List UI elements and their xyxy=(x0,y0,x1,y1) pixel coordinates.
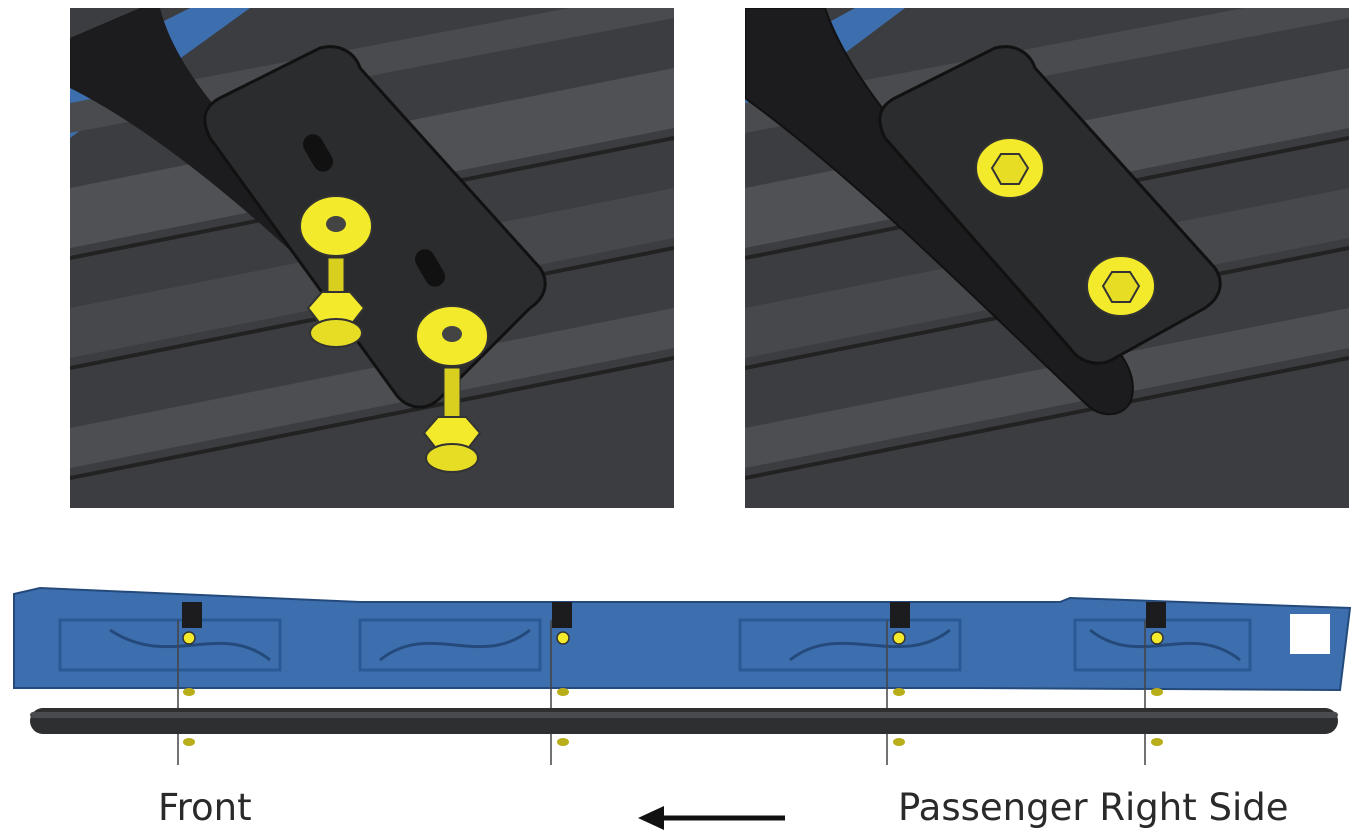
installed-bracket-view xyxy=(745,8,1349,508)
installed-bracket-illustration xyxy=(745,8,1349,508)
rail-and-tube-diagram xyxy=(0,580,1370,780)
rail-tube-illustration xyxy=(13,586,1352,765)
arrow-left-icon xyxy=(630,800,790,836)
exploded-bracket-illustration xyxy=(70,8,674,508)
front-label: Front xyxy=(158,786,252,829)
exploded-bracket-view xyxy=(70,8,674,508)
passenger-right-side-label: Passenger Right Side xyxy=(898,786,1289,829)
